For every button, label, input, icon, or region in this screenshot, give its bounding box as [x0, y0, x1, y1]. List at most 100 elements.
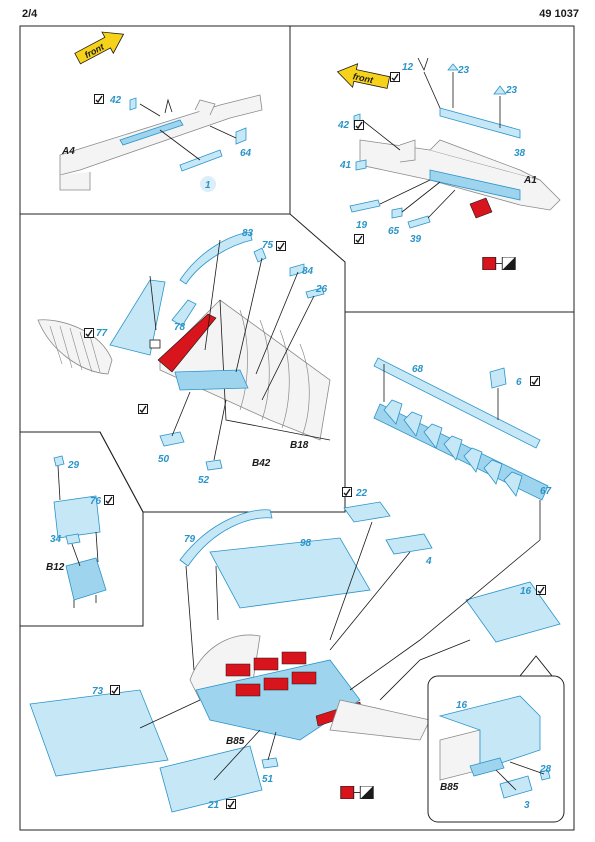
- etch-part-83: [179, 231, 253, 285]
- etch-part-41: [355, 159, 367, 171]
- bend-icon: [94, 94, 104, 104]
- part-label: 50: [158, 454, 170, 465]
- part-label: 52: [198, 475, 210, 486]
- bend-icon: [226, 799, 236, 809]
- etch-part-fitted: [429, 169, 521, 201]
- bend-icon: [536, 585, 546, 595]
- part-label: 22: [355, 488, 368, 499]
- etch-part-65: [391, 207, 403, 219]
- part-label: 67: [540, 486, 552, 497]
- etch-part-6: [489, 367, 507, 389]
- part-label: 51: [262, 774, 274, 785]
- panel-3: 77 78 83 75 84 26 50 52 B42 B18: [37, 228, 331, 486]
- panel-7-inset: 16 B85 28 3: [427, 655, 565, 823]
- etch-part-19: [349, 199, 381, 213]
- part-label: 98: [300, 538, 312, 549]
- etch-part-1-fitted: [119, 119, 184, 146]
- part-label: 34: [50, 534, 62, 545]
- part-label: 77: [96, 328, 108, 339]
- bend-icon: [390, 72, 400, 82]
- part-label: 42: [337, 120, 350, 131]
- etch-part-98: [209, 537, 371, 609]
- etch-part-68: [373, 357, 541, 449]
- bend-icon: [342, 487, 352, 497]
- part-label: 73: [92, 686, 104, 697]
- panel-4: 68 6 67: [373, 357, 552, 501]
- bend-icon: [110, 685, 120, 695]
- etch-part-23-a: [447, 63, 459, 71]
- bend-icon: [530, 376, 540, 386]
- etch-part-fitted: [174, 369, 249, 391]
- panel-2: front 12 23 23 42 38 41 A1 19 65 39: [336, 57, 561, 270]
- view-icon: [149, 339, 161, 349]
- etch-part-75: [253, 247, 267, 263]
- etch-part-1: [179, 149, 223, 172]
- part-label: 1: [205, 180, 211, 191]
- panel-6: 79 98 22 4 16 73 B85 51 21: [29, 487, 561, 813]
- part-label: 16: [520, 586, 532, 597]
- etch-part-38: [439, 107, 521, 139]
- part-label: 78: [174, 322, 186, 333]
- etch-part-16-a: [465, 581, 561, 643]
- part-label: 83: [242, 228, 254, 239]
- part-label: 28: [539, 764, 552, 775]
- part-label: 38: [514, 148, 526, 159]
- part-label: 84: [302, 266, 314, 277]
- assembly-label: A4: [61, 146, 75, 157]
- red-paint-area: [469, 197, 493, 219]
- bend-icon: [354, 234, 364, 244]
- part-label: 65: [388, 226, 400, 237]
- etch-part-77: [109, 279, 166, 356]
- bend-icon: [138, 404, 148, 414]
- part-label: 23: [505, 85, 518, 96]
- bend-icon: [84, 328, 94, 338]
- assembly-label: A1: [523, 175, 537, 186]
- part-label: 29: [67, 460, 80, 471]
- etch-part-34: [65, 533, 81, 545]
- part-label: 75: [262, 240, 274, 251]
- etch-part-26: [305, 287, 325, 299]
- front-arrow-icon: front: [336, 63, 391, 89]
- part-label: 68: [412, 364, 424, 375]
- bend-icon: [104, 495, 114, 505]
- part-label: 3: [524, 800, 530, 811]
- part-label: 4: [425, 556, 432, 567]
- etch-part-4: [385, 533, 433, 555]
- etch-part-21: [159, 745, 263, 813]
- product-code: 49 1037: [539, 8, 579, 20]
- hull-part-a4: [59, 94, 263, 176]
- part-label: 6: [516, 377, 522, 388]
- part-label: 21: [207, 800, 220, 811]
- etch-part-79: [179, 509, 273, 567]
- part-label: 19: [356, 220, 368, 231]
- etch-part-76: [53, 495, 101, 539]
- panel-1: front 42 A4 64 1: [59, 31, 263, 192]
- etch-part-29: [53, 455, 65, 467]
- bend-icon: [276, 241, 286, 251]
- assembly-label: B12: [46, 562, 65, 573]
- part-label: 79: [184, 534, 196, 545]
- bend-icon: [354, 120, 364, 130]
- panel-frames: [19, 25, 575, 831]
- assembly-label: B85: [440, 782, 459, 793]
- part-label: 41: [339, 160, 352, 171]
- etch-part-16-b: [438, 695, 541, 771]
- etch-part-84: [289, 263, 305, 277]
- assembly-b12: [65, 557, 107, 601]
- etch-part-67: [373, 403, 549, 501]
- assembly-label: B42: [252, 458, 271, 469]
- paint-swatch-icon: [340, 786, 374, 799]
- part-label: 42: [109, 95, 122, 106]
- etch-part-51: [261, 757, 279, 769]
- part-label: 23: [457, 65, 470, 76]
- assembly-label: B18: [290, 440, 309, 451]
- part-label: 26: [315, 284, 328, 295]
- etch-part-23-b: [493, 85, 507, 95]
- part-label: 39: [410, 234, 422, 245]
- etch-part-22: [343, 501, 391, 523]
- front-label: front: [352, 71, 375, 85]
- etch-part-50: [159, 431, 185, 447]
- page-number: 2/4: [22, 8, 38, 20]
- panel-5: 29 76 34 B12: [46, 455, 114, 608]
- etch-part-39: [407, 215, 431, 229]
